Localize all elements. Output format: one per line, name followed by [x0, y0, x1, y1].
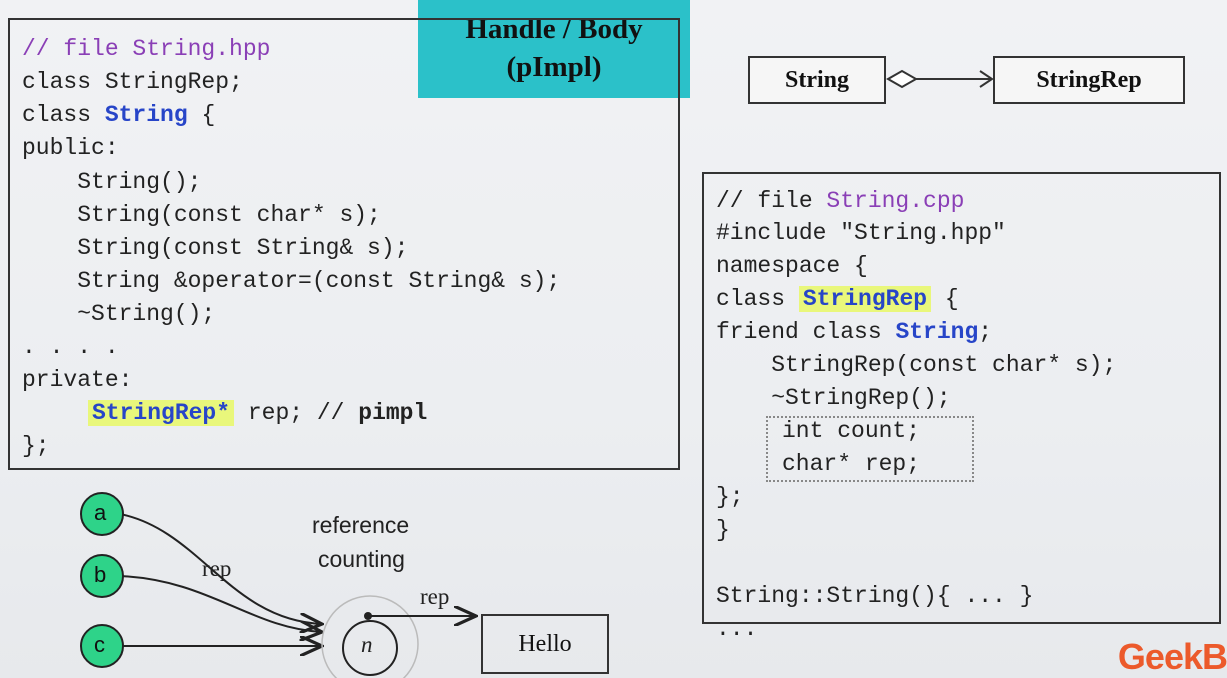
hpp-line-13: };	[22, 433, 50, 459]
node-c: c	[80, 624, 124, 668]
cpp-line-12: String::String(){ ... }	[716, 583, 1034, 609]
hpp-line-5: String();	[22, 169, 202, 195]
counter-inner-circle	[342, 620, 398, 676]
cpp-semicolon: ;	[978, 319, 993, 345]
hpp-line-8: String &operator=(const String& s);	[22, 268, 561, 294]
cpp-line-10: };	[716, 484, 744, 510]
cpp-comment-prefix: // file	[716, 188, 827, 214]
hpp-class-name: String	[104, 102, 188, 128]
uml-string-class: String	[748, 56, 886, 104]
reference-arrows	[119, 513, 680, 678]
hpp-pimpl-text: pimpl	[358, 400, 428, 426]
hpp-filename: String.hpp	[132, 36, 271, 62]
hpp-line-7: String(const String& s);	[22, 235, 409, 261]
cpp-line-4: class StringRep {	[716, 284, 959, 314]
cpp-class-keyword: class	[716, 286, 799, 312]
uml-stringrep-class: StringRep	[993, 56, 1185, 104]
rep-label-right: rep	[420, 584, 450, 609]
members-dotted-box	[766, 416, 974, 482]
cpp-line-1: // file String.cpp	[716, 186, 964, 216]
uml-string-label: String	[784, 67, 849, 93]
cpp-line-8: int count;	[782, 418, 921, 444]
cpp-line-11: }	[716, 517, 730, 543]
hpp-line-9: ~String();	[22, 301, 216, 327]
cpp-code-box: // file String.cpp #include "String.hpp"…	[702, 172, 1221, 642]
cpp-friend-class: String	[895, 319, 979, 345]
rep-label-left: rep	[202, 556, 232, 581]
hpp-comment-prefix: // file	[22, 36, 133, 62]
node-c-label: c	[94, 632, 105, 657]
hpp-line-1: // file String.hpp	[22, 34, 270, 64]
arrow-b	[119, 575, 322, 632]
cpp-filename: String.cpp	[826, 188, 965, 214]
cpp-line-9: char* rep;	[782, 451, 921, 477]
counter-outer-ring	[321, 595, 419, 678]
node-a: a	[80, 492, 124, 536]
counting-label: counting	[318, 546, 405, 572]
cpp-line-13: ...	[716, 616, 758, 642]
hpp-brace: {	[187, 102, 216, 128]
hello-box: Hello	[481, 614, 609, 674]
cpp-line-7: ~StringRep();	[716, 385, 951, 411]
counter-label: n	[361, 632, 373, 657]
cpp-line-3: namespace {	[716, 253, 868, 279]
uml-aggregation-arrow	[886, 69, 994, 89]
slide-title-line2: (pImpl)	[506, 51, 602, 83]
hpp-line-12: StringRep* rep; // pimpl	[88, 398, 427, 428]
node-a-label: a	[94, 500, 107, 525]
hpp-line-2: class StringRep;	[22, 69, 243, 95]
hpp-rep-text: rep; //	[234, 400, 359, 426]
arrow-a	[119, 513, 322, 624]
cpp-friend-keyword: friend class	[716, 319, 896, 345]
hpp-line-6: String(const char* s);	[22, 202, 381, 228]
hpp-code-box: // file String.hpp class StringRep; clas…	[8, 18, 680, 470]
geekb-watermark: GeekB	[1117, 636, 1227, 677]
hello-label: Hello	[518, 631, 572, 657]
reference-label: reference	[312, 512, 410, 538]
cpp-brace: {	[931, 286, 959, 312]
hpp-line-11: private:	[22, 367, 133, 393]
cpp-stringrep-highlight: StringRep	[798, 286, 932, 312]
cpp-line-6: StringRep(const char* s);	[716, 352, 1117, 378]
hpp-line-10: . . . .	[22, 334, 119, 360]
hpp-stringrep-highlight: StringRep*	[88, 400, 235, 426]
cpp-line-2: #include "String.hpp"	[716, 220, 1006, 246]
hpp-line-4: public:	[22, 135, 119, 161]
cpp-line-5: friend class String;	[716, 317, 992, 347]
uml-stringrep-label: StringRep	[1036, 67, 1142, 93]
node-b-label: b	[94, 562, 107, 587]
hpp-line-3: class String {	[22, 100, 215, 130]
hpp-class-keyword: class	[22, 102, 105, 128]
node-b: b	[80, 554, 124, 598]
